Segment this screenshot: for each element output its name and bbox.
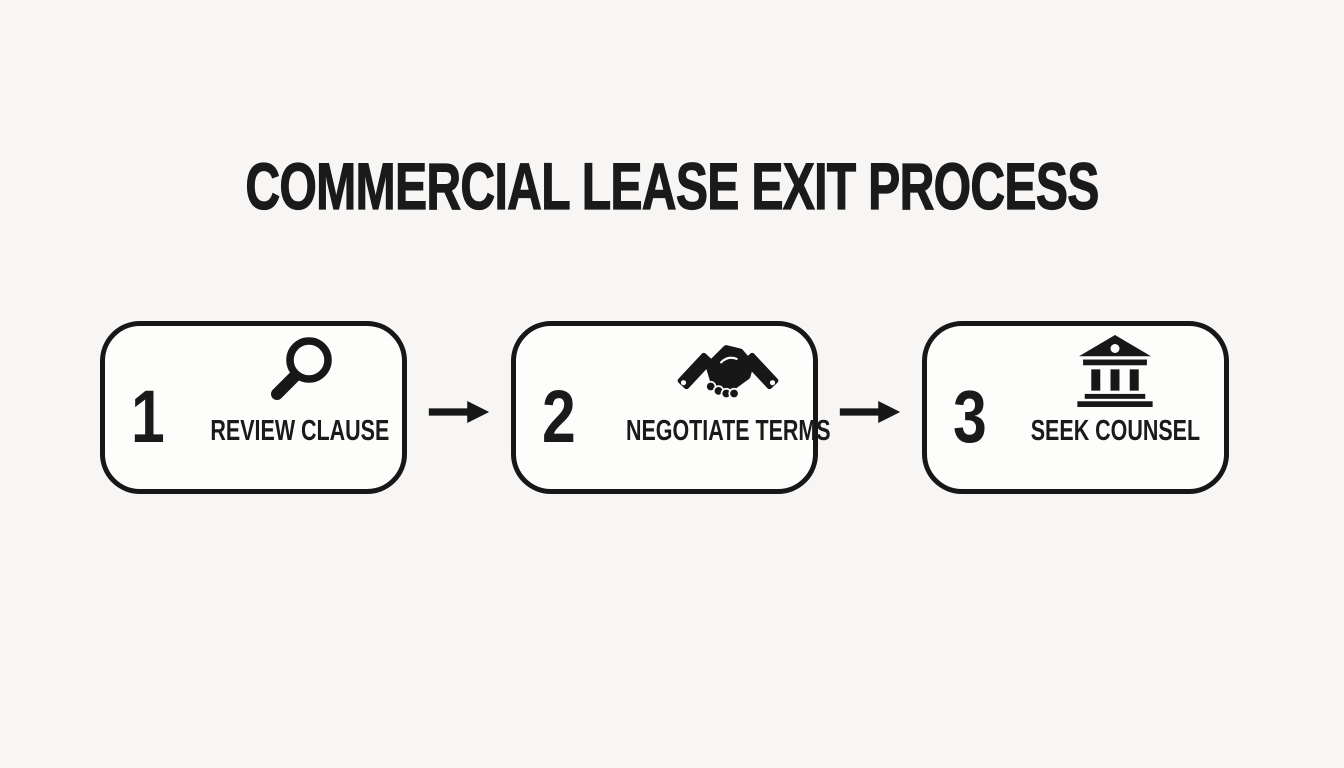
step-box-review-clause: 1 REVIEW CLAUSE [100,321,407,494]
step-content: SEEK COUNSEL [1001,335,1230,448]
step-box-negotiate-terms: 2 [511,321,831,494]
step-number: 2 [542,374,576,458]
handshake-icon [671,335,785,407]
bank-icon [1073,335,1157,407]
step-number: 1 [131,374,165,458]
step-content: REVIEW CLAUSE [179,335,421,448]
right-arrow-icon [818,398,922,426]
step-label: SEEK COUNSEL [1030,415,1201,447]
page-title: COMMERCIAL LEASE EXIT PROCESS [245,148,1100,223]
step-label: NEGOTIATE TERMS [625,415,831,447]
step-box-seek-counsel: 3 SEEK COUNSEL [922,321,1229,494]
step-label: REVIEW CLAUSE [210,415,390,447]
right-arrow-icon [407,398,511,426]
step-number: 3 [953,374,987,458]
process-flow: 1 REVIEW CLAUSE 2 [100,321,1229,494]
step-content: NEGOTIATE TERMS [590,335,867,448]
magnifier-icon [264,335,336,407]
